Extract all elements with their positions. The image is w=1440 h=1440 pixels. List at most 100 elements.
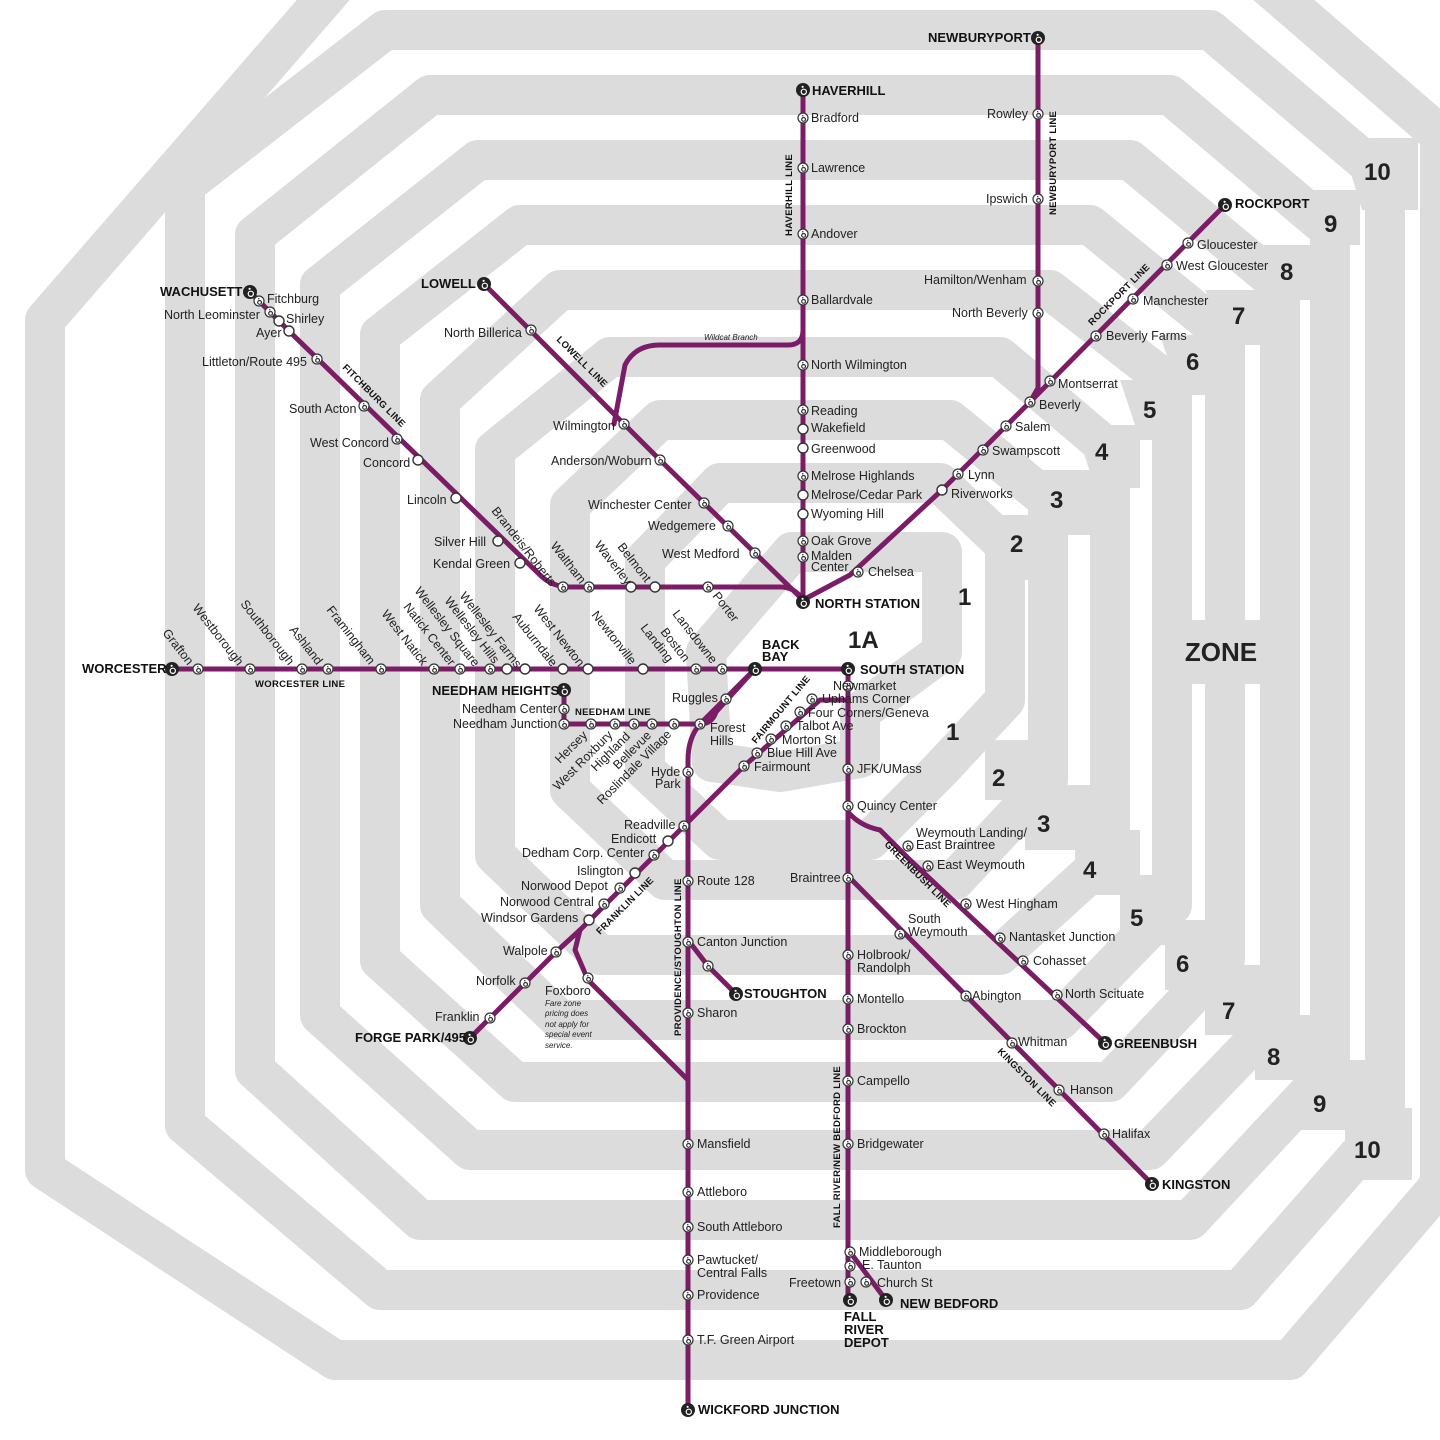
stop-quincy-center[interactable] (842, 800, 854, 812)
stop-beverly-farms[interactable] (1090, 330, 1102, 342)
terminal-haverhill[interactable]: HAVERHILL (812, 83, 885, 98)
station-swampscott[interactable]: Swampscott (992, 444, 1061, 458)
terminal-back-bay-1[interactable]: BACK (762, 637, 800, 652)
stop-canton-junction[interactable] (682, 936, 694, 948)
stop-malden-center[interactable] (797, 551, 809, 563)
stop-tf-green[interactable] (682, 1334, 694, 1346)
station-melrose-cedar-park[interactable]: Melrose/Cedar Park (811, 488, 923, 502)
stop-beverly[interactable] (1024, 396, 1036, 408)
stop-oak-grove[interactable] (797, 535, 809, 547)
station-attleboro[interactable]: Attleboro (697, 1185, 747, 1199)
station-south-acton[interactable]: South Acton (289, 402, 356, 416)
stop-newburyport[interactable] (1031, 31, 1045, 45)
station-salem[interactable]: Salem (1015, 420, 1050, 434)
terminal-wachusett[interactable]: WACHUSETT (160, 284, 242, 299)
stop-new-bedford[interactable] (879, 1293, 893, 1307)
station-mansfield[interactable]: Mansfield (697, 1137, 751, 1151)
stop-whitman[interactable] (1006, 1037, 1018, 1049)
stop-church-st[interactable] (860, 1276, 872, 1288)
stop-bellevue[interactable] (646, 718, 658, 730)
stop-swampscott[interactable] (977, 444, 989, 456)
stop-bridgewater[interactable] (842, 1138, 854, 1150)
stop-halifax[interactable] (1098, 1128, 1110, 1140)
station-needham-center[interactable]: Needham Center (462, 702, 557, 716)
station-foxboro[interactable]: Foxboro (545, 984, 591, 998)
stop-dedham-corp-center[interactable] (648, 849, 660, 861)
stop-ballardvale[interactable] (797, 294, 809, 306)
stop-rowley[interactable] (1032, 108, 1044, 120)
stop-brandeis-roberts[interactable] (557, 581, 569, 593)
station-holbrook-2[interactable]: Randolph (857, 961, 911, 975)
stop-endicott[interactable] (662, 835, 674, 847)
stop-south-attleboro[interactable] (682, 1221, 694, 1233)
stop-needham-heights[interactable] (557, 683, 571, 697)
stop-kendal-green[interactable] (514, 557, 526, 569)
stop-middleborough[interactable] (844, 1246, 856, 1258)
station-melrose-highlands[interactable]: Melrose Highlands (811, 469, 915, 483)
station-south-weymouth-1[interactable]: South (908, 912, 941, 926)
stop-wellesley-square[interactable] (484, 663, 496, 675)
stop-westborough[interactable] (244, 663, 256, 675)
station-fitchburg[interactable]: Fitchburg (267, 292, 319, 306)
station-wyoming-hill[interactable]: Wyoming Hill (811, 507, 884, 521)
station-north-beverly[interactable]: North Beverly (952, 306, 1028, 320)
stop-worcester[interactable] (165, 662, 179, 676)
stop-north-scituate[interactable] (1051, 989, 1063, 1001)
station-gloucester[interactable]: Gloucester (1197, 238, 1257, 252)
stop-north-billerica[interactable] (525, 324, 537, 336)
station-manchester[interactable]: Manchester (1143, 294, 1208, 308)
stop-forge-park[interactable] (463, 1031, 477, 1045)
station-montserrat[interactable]: Montserrat (1058, 377, 1118, 391)
stop-north-wilmington[interactable] (797, 359, 809, 371)
stop-newmarket[interactable] (842, 680, 854, 692)
stop-norwood-central[interactable] (598, 898, 610, 910)
stop-four-corners[interactable] (794, 706, 806, 718)
stop-hanson[interactable] (1053, 1084, 1065, 1096)
station-west-concord[interactable]: West Concord (310, 436, 389, 450)
station-middleborough[interactable]: Middleborough (859, 1245, 942, 1259)
terminal-newburyport[interactable]: NEWBURYPORT (928, 30, 1031, 45)
stop-rockport[interactable] (1218, 198, 1232, 212)
station-campello[interactable]: Campello (857, 1074, 910, 1088)
terminal-greenbush[interactable]: GREENBUSH (1114, 1036, 1197, 1051)
stop-fairmount[interactable] (738, 760, 750, 772)
station-shirley[interactable]: Shirley (286, 312, 325, 326)
stop-needham-center[interactable] (558, 703, 570, 715)
station-hanson[interactable]: Hanson (1070, 1083, 1113, 1097)
station-holbrook-1[interactable]: Holbrook/ (857, 948, 911, 962)
station-jfk-umass[interactable]: JFK/UMass (857, 762, 922, 776)
station-needham-junction[interactable]: Needham Junction (453, 717, 557, 731)
station-ballardvale[interactable]: Ballardvale (811, 293, 873, 307)
stop-wachusett[interactable] (243, 285, 257, 299)
stop-mansfield[interactable] (682, 1138, 694, 1150)
stop-south-station[interactable] (841, 662, 855, 676)
station-forest-hills-1[interactable]: Forest (710, 721, 746, 735)
stop-uphams-corner[interactable] (806, 693, 818, 705)
stop-foxboro[interactable] (582, 972, 594, 984)
stop-reading[interactable] (797, 404, 809, 416)
stop-braintree[interactable] (842, 872, 854, 884)
station-norwood-depot[interactable]: Norwood Depot (521, 879, 608, 893)
terminal-new-bedford[interactable]: NEW BEDFORD (900, 1296, 998, 1311)
stop-south-acton[interactable] (358, 400, 370, 412)
station-west-gloucester[interactable]: West Gloucester (1176, 259, 1268, 273)
terminal-needham-heights[interactable]: NEEDHAM HEIGHTS (432, 683, 559, 698)
stop-manchester[interactable] (1127, 293, 1139, 305)
station-winchester-center[interactable]: Winchester Center (588, 498, 692, 512)
station-kendal-green[interactable]: Kendal Green (433, 557, 510, 571)
stop-cohasset[interactable] (1017, 955, 1029, 967)
stop-abington[interactable] (960, 990, 972, 1002)
terminal-fall-river-1[interactable]: FALL (844, 1309, 877, 1324)
station-lincoln[interactable]: Lincoln (407, 493, 447, 507)
station-ipswich[interactable]: Ipswich (986, 192, 1028, 206)
stop-natick-center[interactable] (454, 663, 466, 675)
stop-boston-landing[interactable] (690, 663, 702, 675)
station-pawtucket-1[interactable]: Pawtucket/ (697, 1253, 759, 1267)
station-norfolk[interactable]: Norfolk (476, 974, 516, 988)
stop-franklin[interactable] (484, 1012, 496, 1024)
stop-fall-river[interactable] (843, 1293, 857, 1307)
station-readville[interactable]: Readville (624, 818, 675, 832)
stop-needham-junction[interactable] (558, 718, 570, 730)
terminal-fall-river-2[interactable]: RIVER (844, 1322, 884, 1337)
stop-waltham[interactable] (583, 581, 595, 593)
